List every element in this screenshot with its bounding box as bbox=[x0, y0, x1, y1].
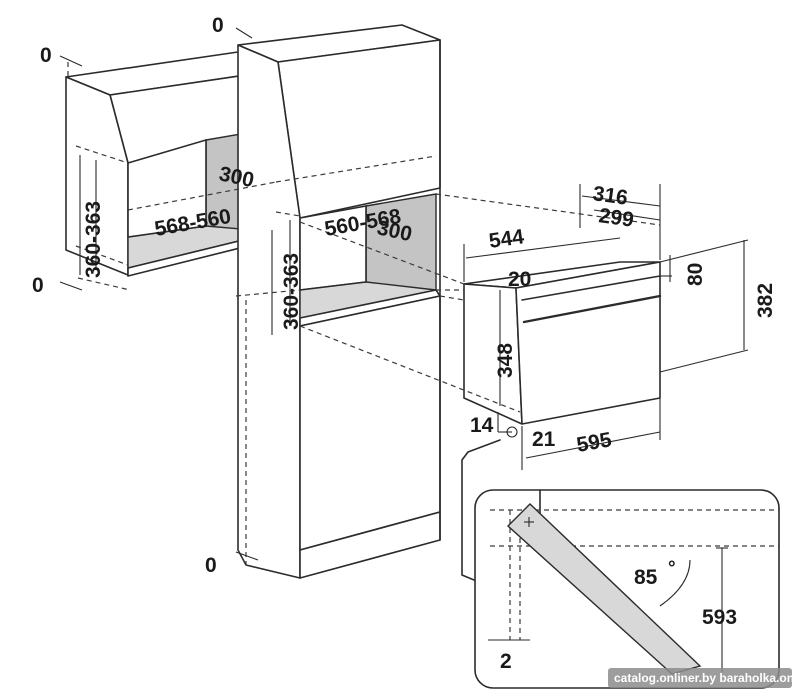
label-degree-symbol: ° bbox=[668, 558, 676, 579]
label-oven-width: 595 bbox=[575, 428, 614, 457]
oven-front bbox=[515, 261, 661, 425]
label-oven-total-height: 382 bbox=[754, 283, 777, 318]
label-door-gap: 2 bbox=[500, 650, 512, 673]
watermark: catalog.onliner.by baraholka.onliner.by bbox=[608, 668, 800, 688]
dimension-labels: 0 0 0 0 360-363 360-363 360-363 300 568-… bbox=[32, 14, 777, 673]
open-door-panel bbox=[506, 503, 702, 675]
label-oven-body-height: 348 bbox=[494, 343, 517, 378]
label-center-bottom-zero: 0 bbox=[205, 554, 217, 577]
watermark-text: catalog.onliner.by baraholka.onliner.by bbox=[614, 671, 800, 685]
label-oven-bottom-gap: 21 bbox=[532, 428, 556, 451]
label-door-angle: 85 bbox=[634, 566, 658, 589]
left-wall-cabinet bbox=[65, 51, 281, 277]
dimension-lines bbox=[59, 27, 749, 566]
label-oven-offset: 20 bbox=[508, 268, 531, 291]
label-left-vertical: 360-363 bbox=[82, 201, 105, 278]
label-oven-depth-b: 299 bbox=[597, 204, 635, 232]
label-door-height: 593 bbox=[702, 606, 737, 629]
label-oven-width-top: 544 bbox=[487, 225, 525, 253]
label-left-bottom-zero: 0 bbox=[32, 274, 44, 297]
label-oven-depth-a: 316 bbox=[591, 182, 629, 210]
label-top-left-zero: 0 bbox=[40, 44, 52, 67]
left-niche-wall bbox=[127, 139, 207, 238]
center-tall-cabinet bbox=[237, 24, 441, 579]
label-center-vertical-a: 360-363 bbox=[280, 253, 303, 330]
label-oven-panel: 80 bbox=[684, 263, 707, 286]
label-center-top-zero: 0 bbox=[212, 14, 224, 37]
center-cabinet-upper-front bbox=[277, 39, 441, 219]
label-oven-left-gap: 14 bbox=[470, 414, 494, 437]
